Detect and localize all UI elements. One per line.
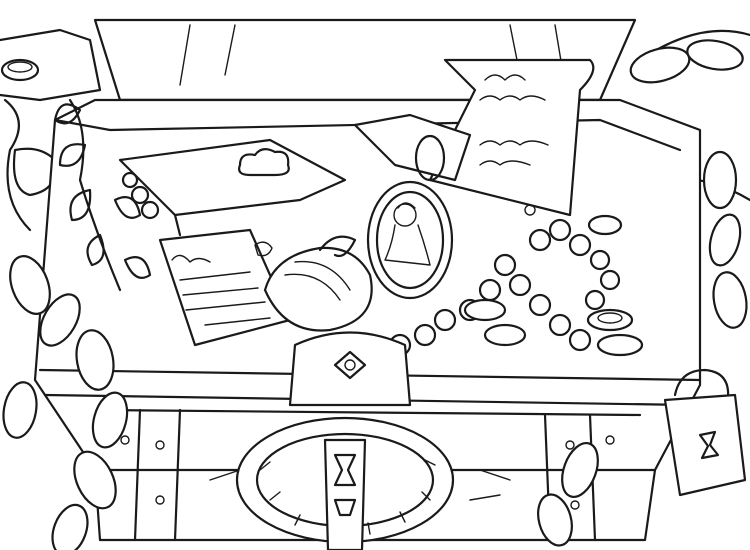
gold-coins <box>463 214 644 357</box>
stray-coin <box>0 58 40 82</box>
chest-lock-plate <box>235 331 455 550</box>
padlock-icon <box>663 368 747 497</box>
iron-chains <box>2 39 748 550</box>
portrait-cameo-icon <box>366 180 454 300</box>
